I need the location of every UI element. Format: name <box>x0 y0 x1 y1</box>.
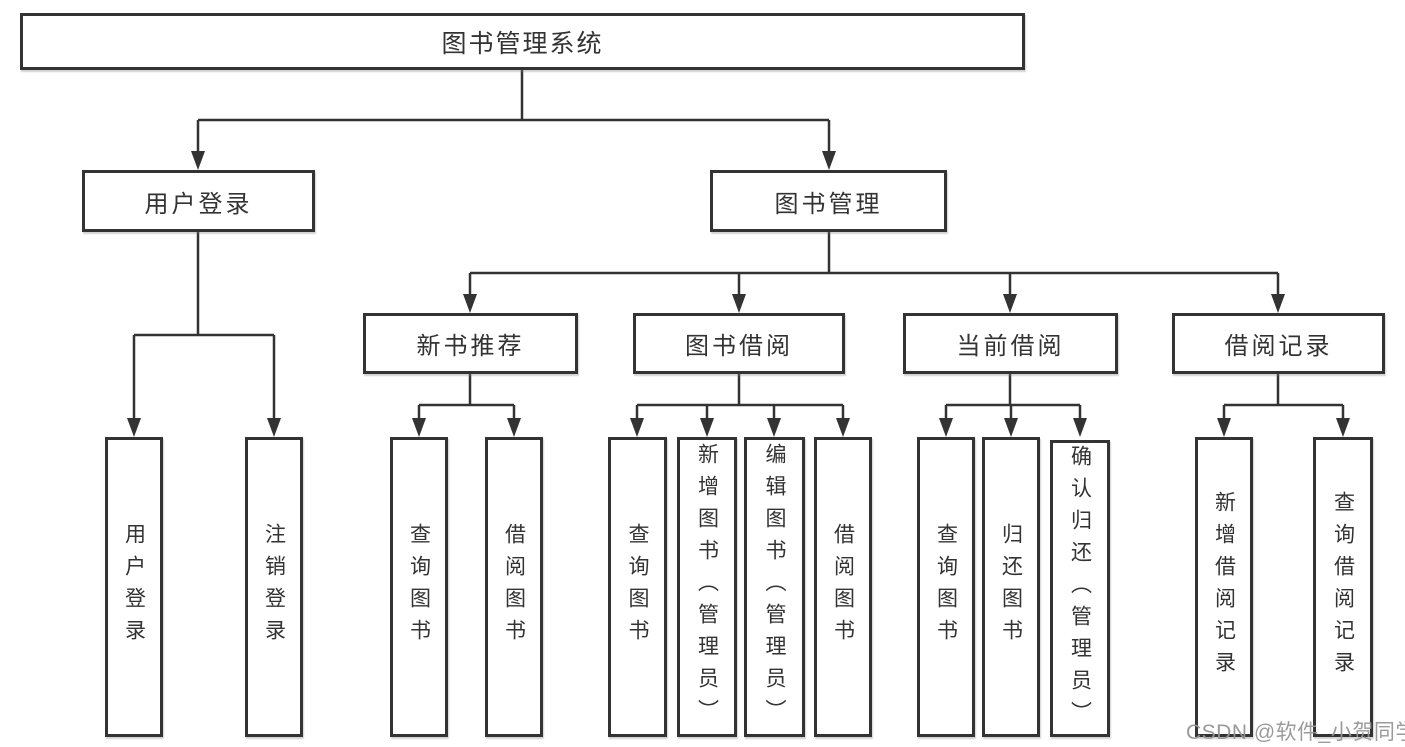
leaf-confirm-return-admin-label: 确认归还（管理员） <box>1068 444 1092 733</box>
leaf-query-books-2: 查询图书 <box>608 437 667 737</box>
node-user-login: 用户登录 <box>82 170 315 232</box>
node-borrowing-records-label: 借阅记录 <box>1224 333 1333 360</box>
leaf-confirm-return-admin: 确认归还（管理员） <box>1050 440 1110 737</box>
leaf-add-borrow-record: 新增借阅记录 <box>1195 437 1253 737</box>
leaf-borrow-books-1-label: 借阅图书 <box>502 523 526 651</box>
leaf-add-books-admin: 新增图书（管理员） <box>677 437 737 737</box>
leaf-query-borrow-record-label: 查询借阅记录 <box>1331 491 1355 683</box>
leaf-add-borrow-record-label: 新增借阅记录 <box>1212 491 1236 683</box>
edge-root-to-level2 <box>191 70 836 170</box>
leaf-query-books-2-label: 查询图书 <box>626 523 649 651</box>
node-root: 图书管理系统 <box>20 13 1025 70</box>
leaf-logout: 注销登录 <box>245 437 303 737</box>
edge-book-management-to-level3 <box>463 232 1285 313</box>
node-root-label: 图书管理系统 <box>441 29 604 58</box>
edge-current-borrowing-to-leaves <box>939 374 1087 437</box>
node-book-borrowing-label: 图书借阅 <box>685 333 793 360</box>
leaf-edit-books-admin: 编辑图书（管理员） <box>744 437 805 737</box>
node-borrowing-records: 借阅记录 <box>1172 313 1385 374</box>
leaf-return-books: 归还图书 <box>982 437 1040 737</box>
node-current-borrowing: 当前借阅 <box>903 313 1118 374</box>
leaf-borrow-books-1: 借阅图书 <box>485 437 543 737</box>
edge-user-login-to-leaves <box>127 232 281 437</box>
csdn-watermark: CSDN @软件_小贺同学 <box>1186 721 1405 744</box>
leaf-borrow-books-2: 借阅图书 <box>814 437 872 737</box>
edge-borrowing-records-to-leaves <box>1217 374 1350 437</box>
node-book-management-label: 图书管理 <box>774 190 883 218</box>
edge-new-book-recommend-to-leaves <box>412 374 521 437</box>
node-current-borrowing-label: 当前借阅 <box>956 333 1065 360</box>
node-book-management: 图书管理 <box>710 170 947 232</box>
leaf-query-borrow-record: 查询借阅记录 <box>1313 437 1373 737</box>
edge-book-borrowing-to-leaves <box>630 374 850 437</box>
node-new-book-recommend: 新书推荐 <box>363 313 578 374</box>
leaf-query-books-3-label: 查询图书 <box>934 523 958 651</box>
leaf-user-login-label: 用户登录 <box>122 523 146 651</box>
node-user-login-label: 用户登录 <box>144 190 253 218</box>
leaf-query-books-3: 查询图书 <box>917 437 975 737</box>
leaf-query-books-1: 查询图书 <box>390 437 448 737</box>
leaf-borrow-books-2-label: 借阅图书 <box>831 523 855 651</box>
leaf-return-books-label: 归还图书 <box>999 523 1023 651</box>
leaf-add-books-admin-label: 新增图书（管理员） <box>695 443 719 731</box>
leaf-user-login: 用户登录 <box>105 437 163 737</box>
leaf-edit-books-admin-label: 编辑图书（管理员） <box>763 443 786 731</box>
node-new-book-recommend-label: 新书推荐 <box>416 333 525 360</box>
leaf-query-books-1-label: 查询图书 <box>407 523 431 651</box>
leaf-logout-label: 注销登录 <box>262 523 286 651</box>
node-book-borrowing: 图书借阅 <box>633 313 845 374</box>
